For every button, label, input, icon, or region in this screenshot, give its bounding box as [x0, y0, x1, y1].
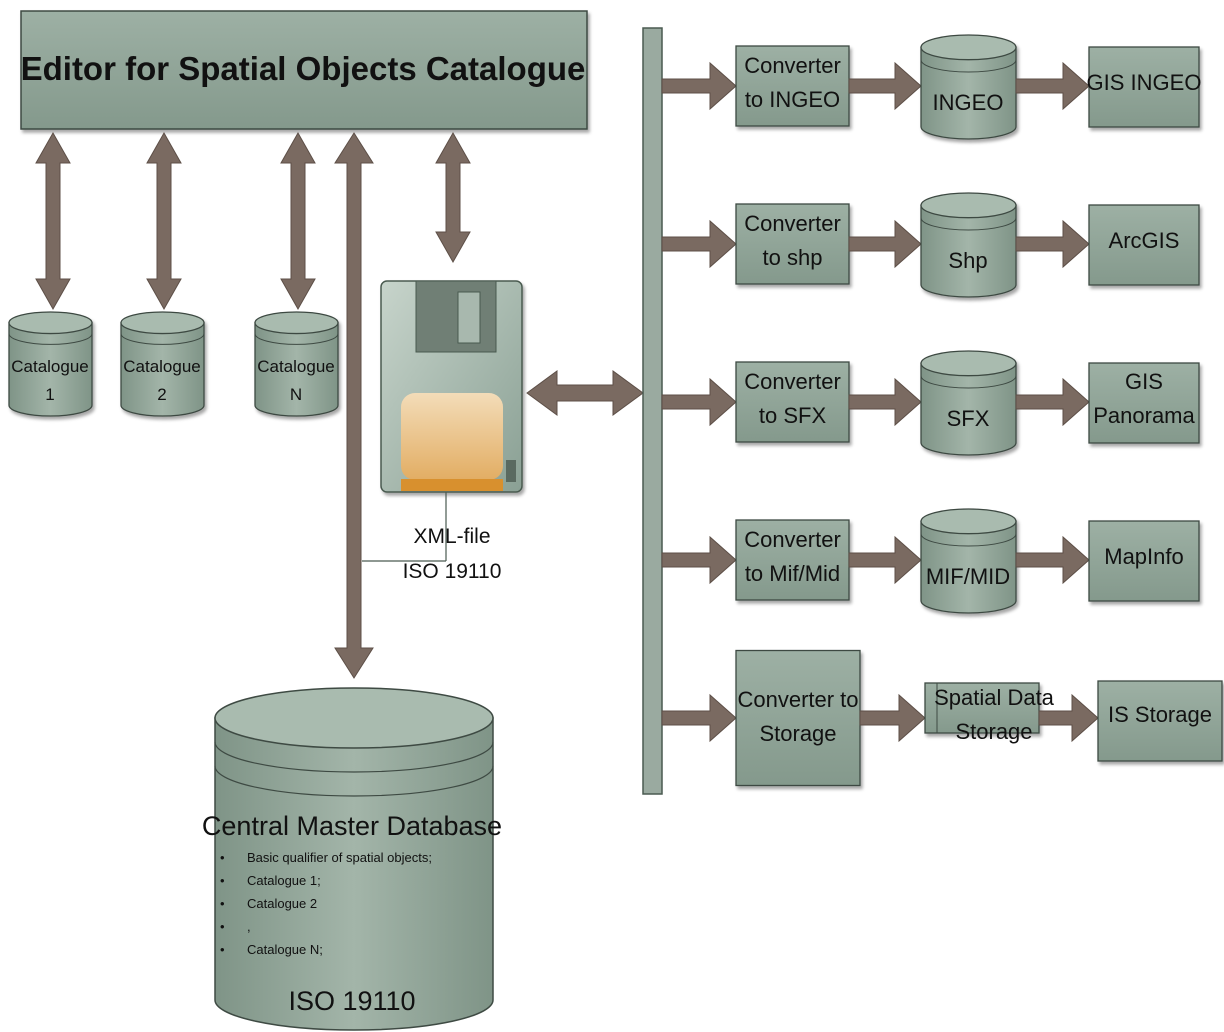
target-label: ArcGIS	[1109, 228, 1180, 253]
floppy-bus-double-arrow	[526, 370, 644, 416]
database-title: Central Master Database	[202, 811, 502, 841]
xml-to-bus-arrow	[526, 370, 644, 416]
converter-rows: Converter to INGEO INGEO GIS INGEO Converter…	[661, 34, 1223, 787]
catalogue-label: Catalogue	[11, 357, 89, 376]
target-label: GIS INGEO	[1087, 70, 1202, 95]
store-to-target-arrow-3	[1015, 377, 1090, 427]
target-label: Panorama	[1093, 403, 1195, 428]
bullet: •	[220, 919, 225, 934]
store-to-target-arrow-2	[1015, 219, 1090, 269]
store-cylinder-4	[920, 508, 1017, 614]
converter-label: Converter	[744, 527, 841, 552]
floppy-disk-icon	[380, 280, 523, 493]
target-box-4	[1088, 520, 1200, 602]
converter-label: Converter to	[737, 687, 858, 712]
bus-to-converter-arrow-2	[661, 219, 737, 269]
store-to-target-arrow-1	[1015, 61, 1090, 111]
target-box-1	[1088, 46, 1200, 128]
converter-label: to INGEO	[745, 87, 840, 112]
converter-to-store-arrow-1	[848, 61, 922, 111]
converter-to-store-arrow-3	[848, 377, 922, 427]
store-label: Spatial Data	[934, 685, 1055, 710]
store-cylinder-2	[920, 192, 1017, 298]
store-to-target-arrow-5	[1038, 693, 1099, 743]
store-label: MIF/MID	[926, 564, 1010, 589]
store-cylinder-3	[920, 350, 1017, 456]
editor-catalogue-1-arrow	[35, 131, 71, 311]
editor-arrows	[35, 131, 471, 311]
database-item: Catalogue 1;	[247, 873, 321, 888]
catalogue-label: Catalogue	[257, 357, 335, 376]
bus-to-converter-arrow-1	[661, 61, 737, 111]
distribution-bus	[642, 27, 663, 795]
spatial-data-storage-box	[924, 682, 1040, 734]
bullet: •	[220, 850, 225, 865]
converter-to-store-arrow-4	[848, 535, 922, 585]
editor-box: Editor for Spatial Objects Catalogue	[20, 10, 588, 130]
converter-to-store-arrow-5	[859, 693, 926, 743]
bullet: •	[220, 896, 225, 911]
target-box-5	[1097, 680, 1223, 762]
database-item: ,	[247, 919, 251, 934]
editor-catalogue-n-arrow	[280, 131, 316, 311]
bus-to-converter-arrow-3	[661, 377, 737, 427]
database-item: Basic qualifier of spatial objects;	[247, 850, 432, 865]
bus-to-converter-arrow-4	[661, 535, 737, 585]
bus-to-converter-arrow-5	[661, 693, 737, 743]
bullet: •	[220, 942, 225, 957]
editor-to-database-arrow	[334, 132, 374, 679]
converter-label: to Mif/Mid	[745, 561, 840, 586]
bullet: •	[220, 873, 225, 888]
editor-title: Editor for Spatial Objects Catalogue	[21, 50, 586, 87]
target-label: MapInfo	[1104, 544, 1184, 569]
converter-box-5	[735, 649, 861, 787]
converter-box-3	[735, 361, 850, 443]
xml-file-label: XML-file	[413, 525, 490, 548]
catalogue-number: N	[290, 385, 302, 404]
catalogue-3-cylinder	[254, 311, 339, 417]
store-label: SFX	[947, 406, 990, 431]
target-box-3	[1088, 362, 1200, 444]
editor-xml-arrow	[435, 131, 471, 264]
target-box-2	[1088, 204, 1200, 286]
database-item-list: • Basic qualifier of spatial objects; • Cat…	[220, 850, 432, 957]
converter-box-1	[735, 45, 850, 127]
catalogue-1-cylinder	[8, 311, 93, 417]
converter-to-store-arrow-2	[848, 219, 922, 269]
store-label: Shp	[948, 248, 987, 273]
catalogue-number: 2	[157, 385, 166, 404]
catalogue-2-cylinder	[120, 311, 205, 417]
editor-catalogue-2-arrow	[146, 131, 182, 311]
target-label: IS Storage	[1108, 702, 1212, 727]
store-to-target-arrow-4	[1015, 535, 1090, 585]
editor-database-arrow	[334, 132, 374, 679]
central-master-database: Central Master Database • Basic qualifier…	[202, 687, 502, 1031]
xml-file-standard: ISO 19110	[403, 560, 502, 583]
database-item: Catalogue N;	[247, 942, 323, 957]
converter-label: Storage	[759, 721, 836, 746]
database-standard: ISO 19110	[288, 986, 415, 1016]
converter-label: to shp	[763, 245, 823, 270]
converter-label: Converter	[744, 53, 841, 78]
store-cylinder-1	[920, 34, 1017, 140]
converter-label: to SFX	[759, 403, 827, 428]
catalogue-label: Catalogue	[123, 357, 201, 376]
target-label: GIS	[1125, 369, 1163, 394]
store-label: INGEO	[933, 90, 1004, 115]
store-label: Storage	[955, 719, 1032, 744]
catalogue-number: 1	[45, 385, 54, 404]
database-item: Catalogue 2	[247, 896, 317, 911]
converter-label: Converter	[744, 369, 841, 394]
converter-label: Converter	[744, 211, 841, 236]
